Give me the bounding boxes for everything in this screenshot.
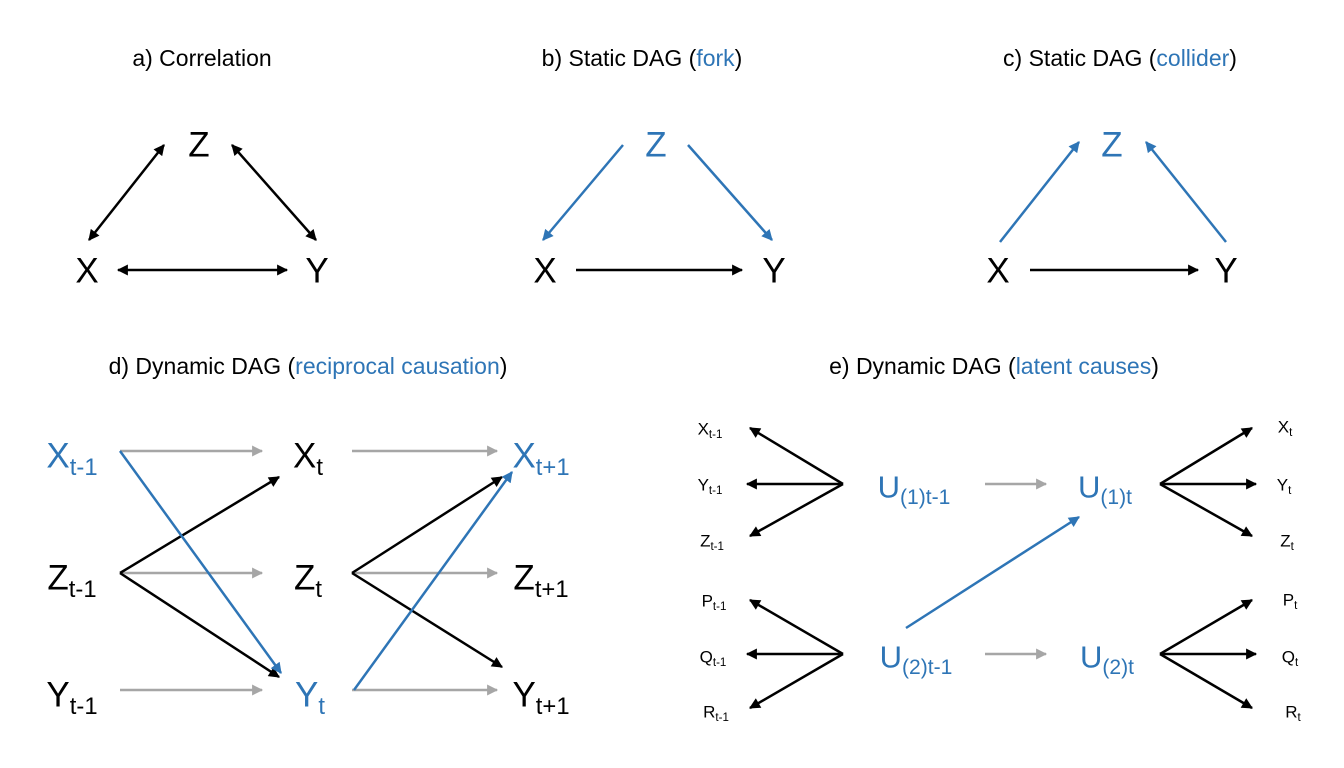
node-c-z: Z xyxy=(1101,125,1123,165)
arrow-d-zprev-xnow xyxy=(119,475,280,575)
panel-c-arrows xyxy=(999,141,1227,276)
node-a-y: Y xyxy=(305,251,329,291)
node-e-q-now: Qt xyxy=(1281,647,1299,670)
node-e-r-now: Rt xyxy=(1285,702,1301,725)
panel-c-title: c) Static DAG (collider) xyxy=(1003,45,1237,71)
panel-e-arrows xyxy=(745,426,1258,710)
arrow-b-z-y xyxy=(687,144,773,241)
arrow-e-u2now-pnow xyxy=(1159,598,1253,656)
node-d-y-prev: Yt-1 xyxy=(46,675,98,721)
node-b-x: X xyxy=(533,251,557,291)
arrow-a-z-x xyxy=(88,144,165,241)
arrow-e-u1prev-xprev xyxy=(749,426,844,486)
panel-a-title: a) Correlation xyxy=(132,45,272,71)
arrow-d-xprev-ynow xyxy=(118,450,283,674)
arrow-d-znow-ynext xyxy=(351,571,503,669)
panel-a-arrows xyxy=(88,144,317,276)
node-c-y: Y xyxy=(1214,251,1238,291)
node-d-x-now: Xt xyxy=(293,436,323,482)
arrow-e-u2prev-pprev xyxy=(749,598,844,656)
arrow-e-u1now-xnow xyxy=(1159,426,1253,486)
node-b-z: Z xyxy=(645,125,667,165)
arrow-c-y-z xyxy=(1145,141,1227,243)
panel-e-title: e) Dynamic DAG (latent causes) xyxy=(829,353,1159,379)
arrow-e-u1now-znow xyxy=(1159,482,1253,538)
node-e-z-now: Zt xyxy=(1280,531,1294,554)
node-d-z-prev: Zt-1 xyxy=(47,558,97,604)
node-d-x-prev: Xt-1 xyxy=(46,436,98,482)
node-c-x: X xyxy=(986,251,1010,291)
panel-b-arrows xyxy=(542,144,773,276)
node-d-y-next: Yt+1 xyxy=(512,675,570,721)
arrow-d-ynow-xnext xyxy=(352,471,514,691)
node-e-q-prev: Qt-1 xyxy=(699,647,727,670)
panel-b-title: b) Static DAG (fork) xyxy=(541,45,743,71)
node-e-x-now: Xt xyxy=(1277,417,1293,440)
arrow-e-u2prev-u1now xyxy=(905,515,1080,630)
arrow-d-zprev-ynow xyxy=(119,571,280,679)
node-e-x-prev: Xt-1 xyxy=(697,419,723,442)
node-d-y-now: Yt xyxy=(295,675,325,721)
node-d-z-now: Zt xyxy=(293,558,323,604)
node-d-z-next: Zt+1 xyxy=(513,558,569,604)
arrow-d-znow-xnext xyxy=(351,475,503,575)
node-e-u2-now: U(2)t xyxy=(1079,639,1135,680)
panel-d-title: d) Dynamic DAG (reciprocal causation) xyxy=(108,353,508,379)
arrow-e-u2now-rnow xyxy=(1159,652,1253,710)
node-e-p-prev: Pt-1 xyxy=(701,591,727,614)
arrow-e-u1prev-zprev xyxy=(749,482,844,538)
node-e-z-prev: Zt-1 xyxy=(700,531,724,554)
node-e-u1-prev: U(1)t-1 xyxy=(877,469,951,510)
node-a-z: Z xyxy=(188,125,210,165)
node-e-p-now: Pt xyxy=(1282,590,1298,613)
node-e-u2-prev: U(2)t-1 xyxy=(879,639,953,680)
node-b-y: Y xyxy=(762,251,786,291)
arrow-b-z-x xyxy=(542,144,624,241)
node-e-y-prev: Yt-1 xyxy=(697,475,723,498)
node-e-r-prev: Rt-1 xyxy=(703,702,729,725)
node-d-x-next: Xt+1 xyxy=(512,436,570,482)
panel-d-arrows xyxy=(118,445,514,696)
arrow-c-x-z xyxy=(999,141,1080,243)
arrow-e-u2prev-rprev xyxy=(749,652,844,710)
node-e-y-now: Yt xyxy=(1276,475,1292,498)
node-a-x: X xyxy=(75,251,99,291)
arrow-a-z-y xyxy=(231,144,317,241)
node-e-u1-now: U(1)t xyxy=(1077,469,1133,510)
